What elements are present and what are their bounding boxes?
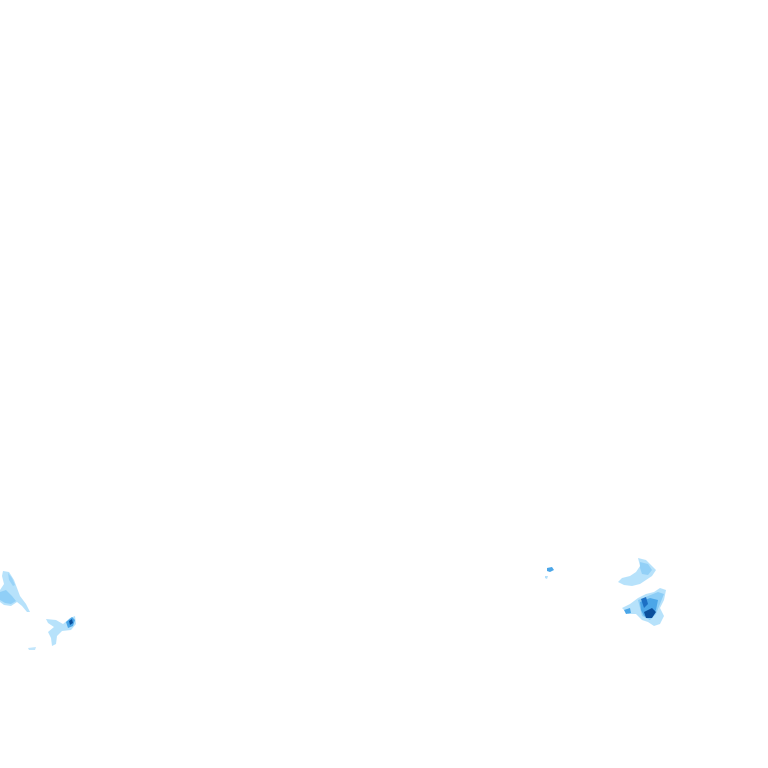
echo-light-mid [0,590,16,604]
echo-cluster-west-small [28,616,76,650]
echo-cluster-west [0,571,30,612]
echo-mid [547,567,554,572]
echo-heavy [644,608,656,618]
echo-strong [641,597,648,608]
echo-cluster-east [618,558,666,626]
echo-tail [28,647,36,650]
echo-strong [69,619,73,625]
echo-mid-left [624,608,631,614]
echo-cluster-east-spot [545,567,554,579]
echo-light-mid-upper [640,562,652,575]
echo-light [545,576,548,579]
echo-light-streak [8,573,15,586]
